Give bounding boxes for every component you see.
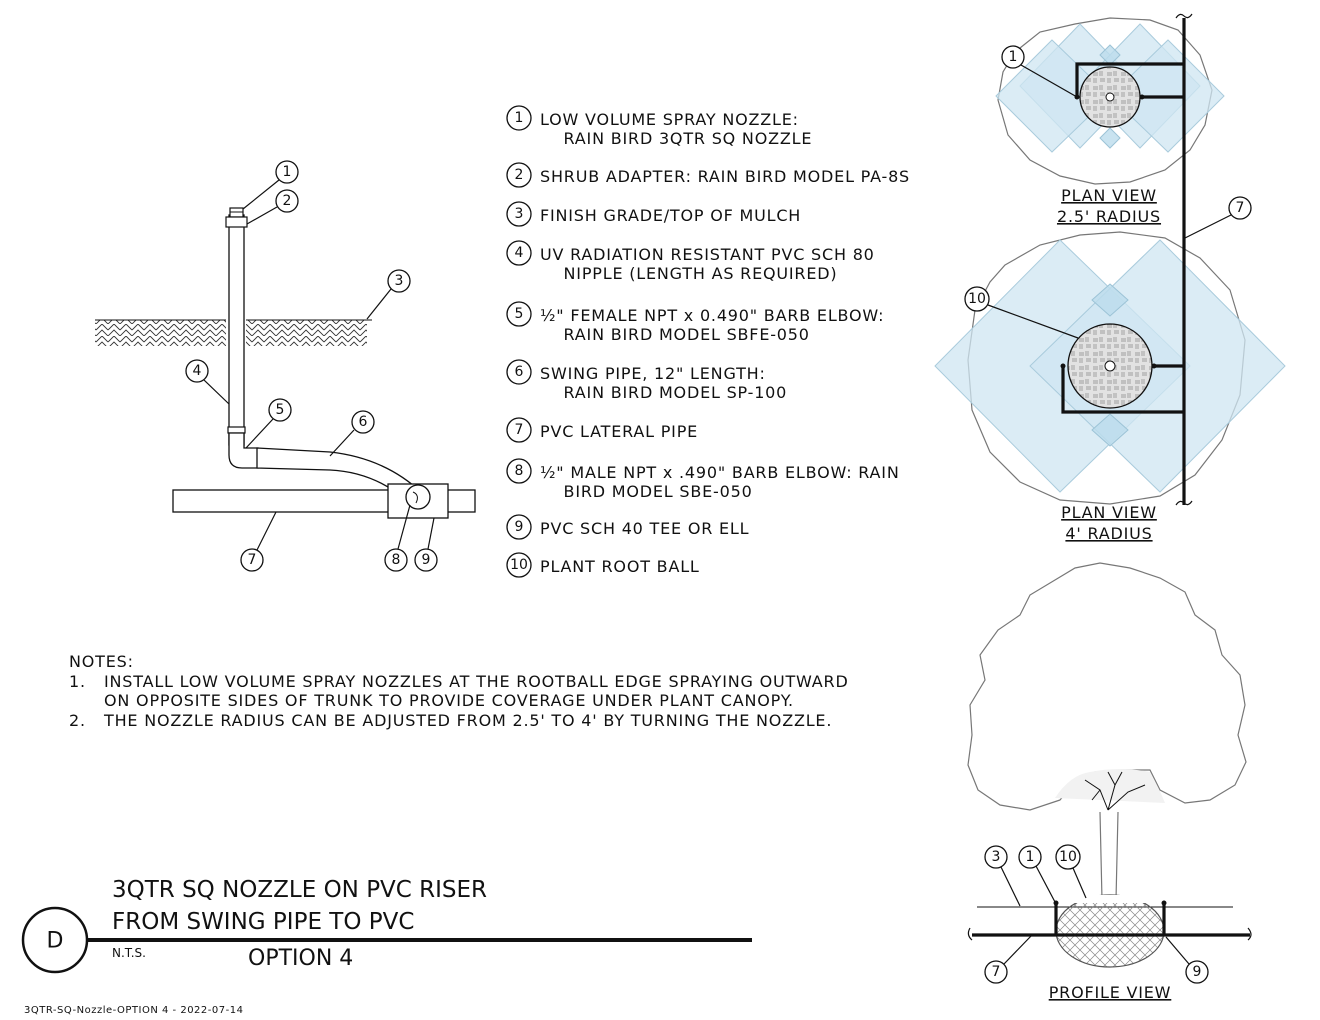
file-stamp: 3QTR-SQ-Nozzle-OPTION 4 - 2022-07-14 (24, 1005, 243, 1016)
title-line-1: 3QTR SQ NOZZLE ON PVC RISER (112, 877, 487, 903)
legend-text-5-line-1: ½" FEMALE NPT x 0.490" BARB ELBOW: (540, 306, 884, 325)
plan-view-large-radius: 4' RADIUS (1065, 524, 1152, 543)
note-2-line-1: THE NOZZLE RADIUS CAN BE ADJUSTED FROM 2… (103, 711, 832, 730)
tree-trunk (1099, 811, 1119, 901)
legend-text-4-line-2: NIPPLE (LENGTH AS REQUIRED) (540, 264, 837, 283)
legend-bubble-2 (506, 162, 532, 188)
legend-bubble-4 (506, 240, 532, 266)
profile-callout-1: 1 (1026, 849, 1035, 865)
legend-number-1: 1 (515, 110, 524, 126)
notes: NOTES: 1. INSTALL LOW VOLUME SPRAY NOZZL… (69, 652, 849, 730)
notes-heading: NOTES: (69, 652, 134, 671)
callout-7: 7 (248, 552, 257, 568)
legend-text-6-line-1: SWING PIPE, 12" LENGTH: (540, 364, 766, 383)
note-1-line-1: INSTALL LOW VOLUME SPRAY NOZZLES AT THE … (104, 672, 849, 691)
legend-number-7: 7 (515, 422, 524, 438)
callout-5: 5 (276, 402, 285, 418)
legend-text-10-line-1: PLANT ROOT BALL (540, 557, 700, 576)
legend-bubble-9 (506, 514, 532, 540)
legend-text-6-line-2: RAIN BIRD MODEL SP-100 (540, 383, 787, 402)
plan-lateral-pipe: 7 (1175, 13, 1252, 506)
canopy-outline-small (997, 17, 1213, 185)
legend-text-2-line-1: SHRUB ADAPTER: RAIN BIRD MODEL PA-8S (540, 167, 910, 186)
plan-view-large: 10 PLAN VIEW 4' RADIUS (934, 231, 1286, 543)
callout-9: 9 (422, 552, 431, 568)
callout-2: 2 (283, 193, 292, 209)
detail-letter: D (47, 929, 64, 954)
profile-view: 3 1 10 7 9 PROFILE VIEW (967, 562, 1252, 1002)
pvc-riser (228, 214, 245, 446)
profile-callout-7: 7 (992, 964, 1001, 980)
profile-callout-3: 3 (992, 849, 1001, 865)
legend-number-10: 10 (510, 557, 528, 573)
plan-callout-7: 7 (1236, 200, 1245, 216)
tree-canopy (967, 562, 1247, 811)
tree-branches (1084, 771, 1146, 811)
plan-view-large-label: PLAN VIEW (1061, 503, 1157, 522)
legend-text-1-line-2: RAIN BIRD 3QTR SQ NOZZLE (540, 129, 812, 148)
legend-number-9: 9 (515, 519, 524, 535)
section-view (95, 207, 476, 519)
legend: 1 LOW VOLUME SPRAY NOZZLE: RAIN BIRD 3QTR… (506, 105, 910, 578)
plan-view-small-label: PLAN VIEW (1061, 186, 1157, 205)
callout-6: 6 (359, 414, 368, 430)
legend-text-5-line-2: RAIN BIRD MODEL SBFE-050 (540, 325, 810, 344)
section-callouts: 1 2 3 4 5 6 7 8 9 (185, 160, 438, 572)
callout-4: 4 (193, 363, 202, 379)
legend-number-5: 5 (515, 306, 524, 322)
note-2-number: 2. (69, 711, 86, 730)
plan-small-callout-1: 1 (1009, 49, 1018, 65)
shrub-adapter (225, 216, 248, 228)
plan-view-small-radius: 2.5' RADIUS (1057, 207, 1161, 226)
option-label: OPTION 4 (248, 946, 353, 971)
legend-text-3-line-1: FINISH GRADE/TOP OF MULCH (540, 206, 801, 225)
legend-text-8-line-1: ½" MALE NPT x .490" BARB ELBOW: RAIN (540, 463, 900, 482)
callout-3: 3 (395, 273, 404, 289)
legend-number-3: 3 (515, 206, 524, 222)
plan-large-callout-10: 10 (968, 291, 986, 307)
legend-bubble-7 (506, 417, 532, 443)
legend-number-4: 4 (515, 245, 524, 261)
legend-number-8: 8 (515, 463, 524, 479)
legend-bubble-8 (506, 458, 532, 484)
note-1-line-2: ON OPPOSITE SIDES OF TRUNK TO PROVIDE CO… (104, 691, 794, 710)
legend-bubble-10 (506, 552, 532, 578)
callout-1: 1 (283, 164, 292, 180)
note-1-number: 1. (69, 672, 86, 691)
root-ball-profile (1055, 894, 1165, 968)
scale-label: N.T.S. (112, 946, 146, 960)
plan-view-small: 1 PLAN VIEW 2.5' RADIUS (995, 17, 1225, 226)
profile-view-label: PROFILE VIEW (1049, 983, 1172, 1002)
legend-bubble-6 (506, 359, 532, 385)
title-line-2: FROM SWING PIPE TO PVC (112, 909, 414, 935)
barb-elbow (228, 432, 259, 469)
legend-text-4-line-1: UV RADIATION RESISTANT PVC SCH 80 (540, 245, 875, 264)
title-block: D 3QTR SQ NOZZLE ON PVC RISER FROM SWING… (21, 877, 752, 1016)
callout-8: 8 (392, 552, 401, 568)
profile-callout-10: 10 (1059, 849, 1077, 865)
legend-text-9-line-1: PVC SCH 40 TEE OR ELL (540, 519, 749, 538)
legend-bubble-1 (506, 105, 532, 131)
legend-bubble-3 (506, 201, 532, 227)
legend-bubble-5 (506, 301, 532, 327)
legend-text-7-line-1: PVC LATERAL PIPE (540, 422, 698, 441)
legend-text-8-line-2: BIRD MODEL SBE-050 (540, 482, 753, 501)
profile-callout-9: 9 (1193, 964, 1202, 980)
legend-number-6: 6 (515, 364, 524, 380)
legend-number-2: 2 (515, 167, 524, 183)
legend-text-1-line-1: LOW VOLUME SPRAY NOZZLE: (540, 110, 799, 129)
